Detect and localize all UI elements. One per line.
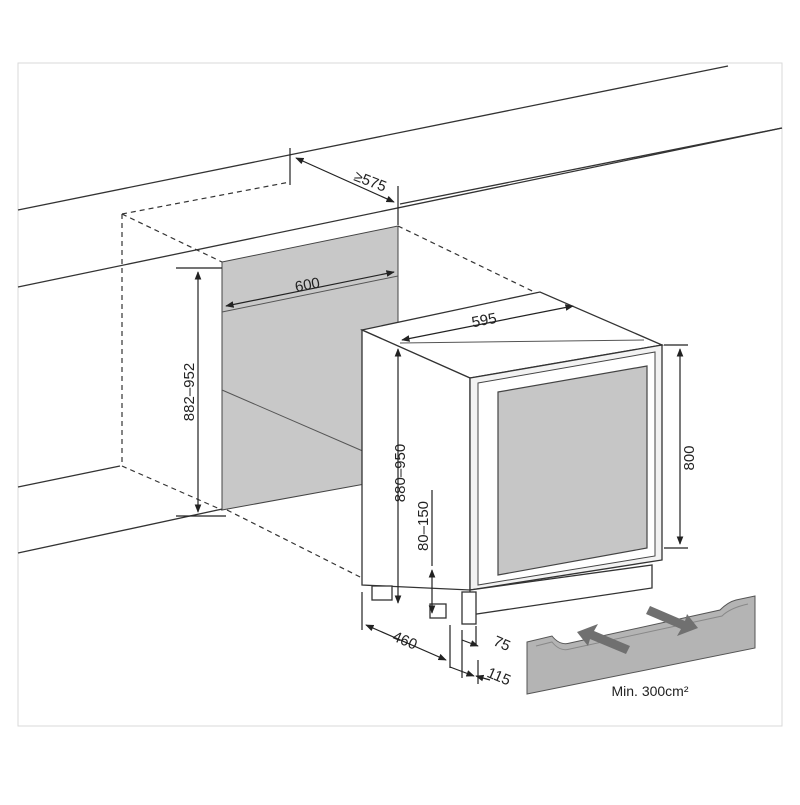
glass-door	[497, 365, 648, 576]
wine-cooler	[359, 291, 665, 625]
dimension-lines	[176, 148, 688, 684]
airflow-out-icon	[646, 606, 698, 636]
label-vent-area: Min. 300cm²	[611, 683, 688, 699]
label-recess-back: 115	[484, 664, 513, 689]
label-recess-front: 75	[491, 633, 513, 655]
niche-outline	[121, 181, 556, 583]
label-unit-width: 595	[470, 310, 498, 331]
ventilation-grille	[526, 595, 756, 695]
frame-border	[17, 62, 783, 727]
label-niche-height: 882–952	[181, 363, 198, 421]
label-niche-width: 600	[294, 274, 322, 295]
label-foot-depth: 460	[390, 628, 420, 653]
airflow-in-icon	[577, 624, 630, 654]
label-plinth-height: 80–150	[415, 501, 432, 551]
label-unit-height: 800	[681, 445, 698, 470]
label-total-height: 880–950	[392, 444, 409, 502]
